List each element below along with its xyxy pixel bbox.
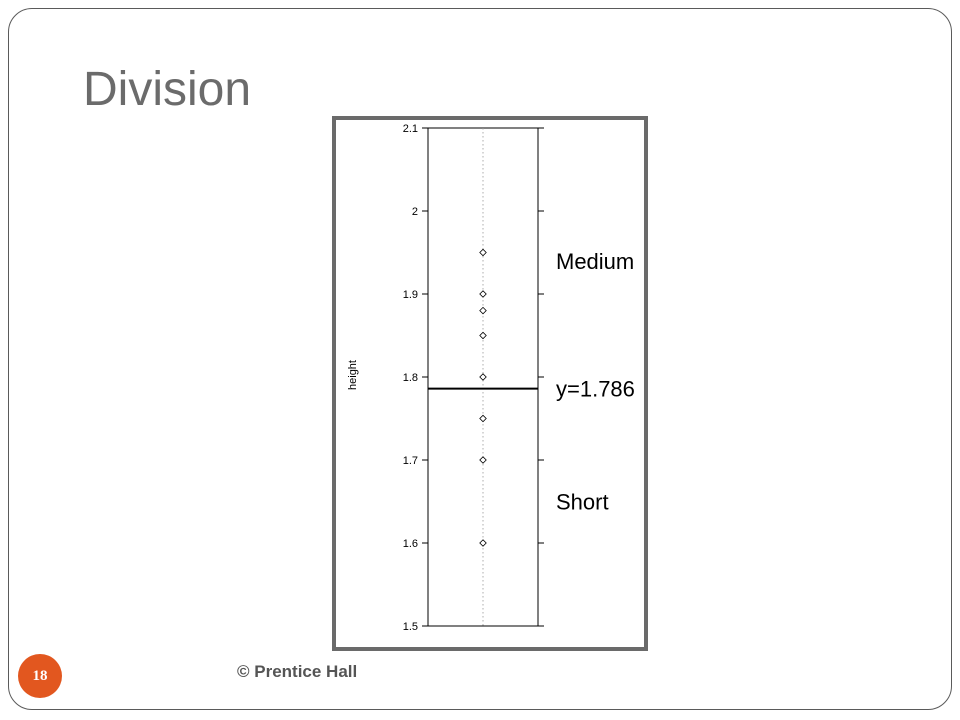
y-tick-label: 1.6: [403, 538, 418, 550]
region-label-short: Short: [556, 490, 609, 515]
y-tick-label: 1.8: [403, 372, 418, 384]
y-tick-label: 1.7: [403, 455, 418, 467]
slide-title: Division: [83, 63, 252, 116]
data-point: [479, 414, 487, 423]
data-point: [479, 331, 487, 340]
y-tick-label: 1.9: [403, 289, 418, 301]
data-point: [479, 539, 487, 547]
page-number-badge: 18: [18, 654, 62, 698]
division-chart: 1.5 1.6 1.7 1.8 1.9 2 2.1 height Medium y=1.786Sh…: [347, 123, 635, 633]
data-point: [479, 456, 487, 464]
y-tick-label: 2: [412, 206, 418, 218]
data-point: [479, 248, 487, 257]
threshold-label: y=1.786: [556, 377, 635, 402]
data-point: [479, 290, 487, 298]
region-label-medium: Medium: [556, 249, 634, 274]
data-point: [479, 373, 487, 381]
y-tick-label: 2.1: [403, 123, 418, 135]
data-point: [479, 306, 487, 315]
y-axis-label: height: [347, 360, 359, 390]
copyright-text: © Prentice Hall: [237, 662, 358, 681]
y-tick-label: 1.5: [403, 621, 418, 633]
